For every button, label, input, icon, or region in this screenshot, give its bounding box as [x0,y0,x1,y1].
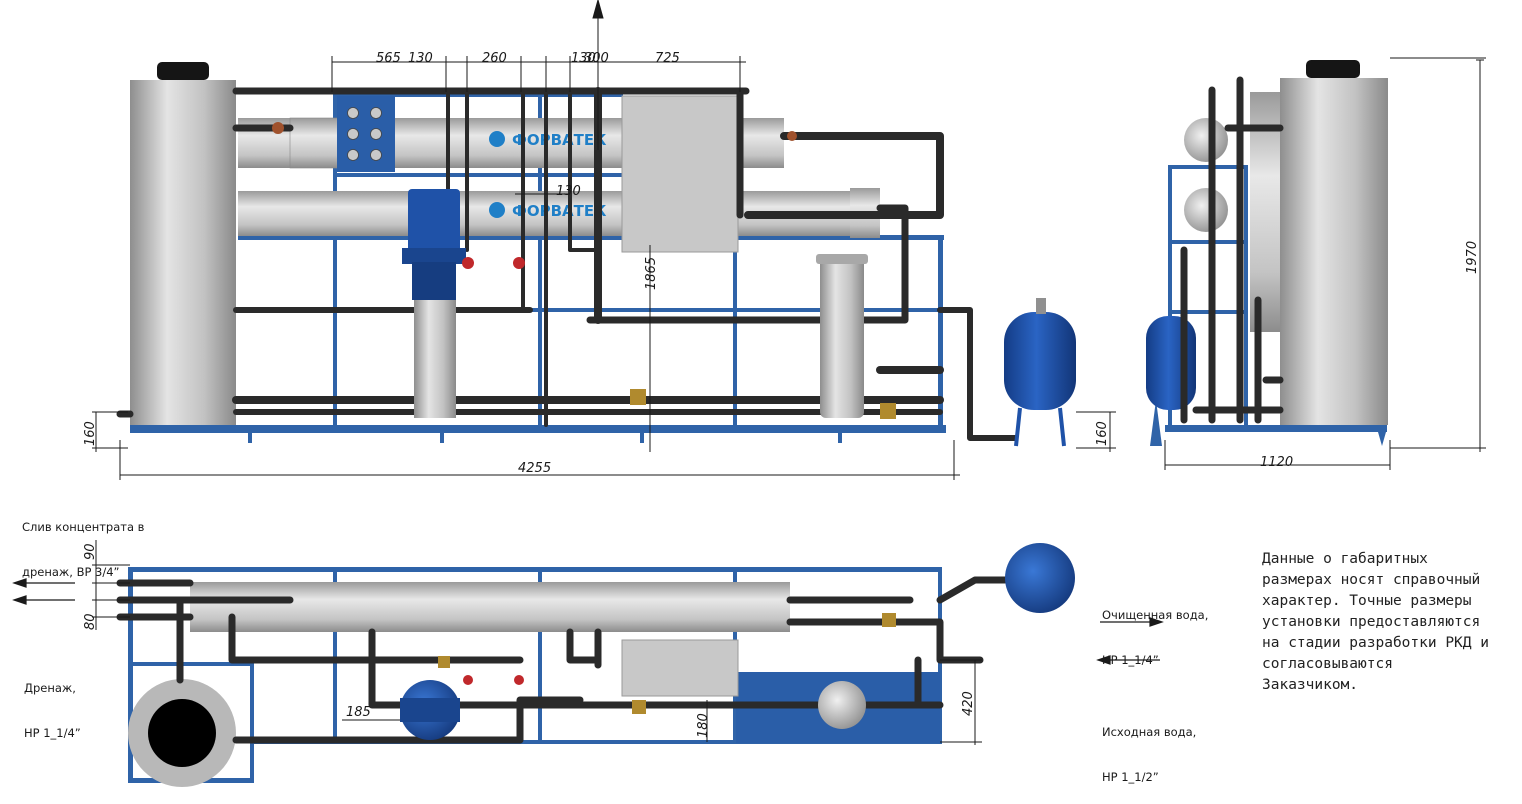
note-line-6: согласовываются [1262,656,1393,672]
label-drain-concentrate-line-1: Слив концентрата в [22,520,145,534]
dim-260: 260 [482,51,507,66]
plan-tank [1005,543,1075,613]
plan-dimension-lines [92,540,982,745]
dim-420: 420 [961,691,976,716]
dim-130-c: 130 [556,184,581,199]
dim-1970: 1970 [1465,241,1480,274]
dim-130-a: 130 [408,51,433,66]
dim-185: 185 [346,705,371,720]
note-line-5: на стадии разработки РКД и [1262,635,1489,651]
front-valves [272,122,896,419]
brand-logo-text-1: ФОРВАТЕК [512,131,607,149]
dim-725: 725 [655,51,680,66]
side-frame [1150,165,1387,446]
label-purified-water-line-2: НР 1_1/4” [1102,653,1159,667]
front-filter [816,254,868,418]
dim-90: 90 [83,543,98,560]
dimension-texts: 565 130 260 130 300 725 130 1865 160 160… [83,51,1480,738]
dim-1120: 1120 [1260,455,1293,470]
plan-valves [438,613,896,714]
dim-160-right: 160 [1095,421,1110,446]
note-line-7: Заказчиком. [1262,677,1359,693]
label-purified-water-line-1: Очищенная вода, [1102,608,1209,622]
dim-1865: 1865 [644,257,659,290]
plan-membranes [190,582,790,697]
label-source-water: Исходная вода, НР 1_1/2” [1102,695,1196,800]
dim-4255: 4255 [518,461,551,476]
side-pipes [1180,76,1284,424]
gauge-panel [337,96,395,172]
label-drain-concentrate: Слив концентрата в дренаж, ВР 3/4” [22,490,144,595]
dim-565: 565 [376,51,401,66]
plan-filter [818,681,866,729]
note-line-3: характер. Точные размеры [1262,593,1472,609]
note-line-2: размерах носят справочный [1262,572,1481,588]
front-dimension-lines [92,0,1116,480]
side-vessel [1280,60,1388,425]
brand-logo-text-2: ФОРВАТЕК [512,202,607,220]
note-line-1: Данные о габаритных [1262,551,1428,567]
label-source-water-line-2: НР 1_1/2” [1102,770,1159,784]
note-line-4: установки предоставляются [1262,614,1481,630]
dim-160-left: 160 [83,421,98,446]
front-pump [402,189,466,418]
label-drain-concentrate-line-2: дренаж, ВР 3/4” [22,565,120,579]
front-frame [130,93,946,443]
label-source-water-line-1: Исходная вода, [1102,725,1197,739]
plan-view [12,540,1164,787]
front-tank [1004,298,1076,447]
plan-vessel [128,679,236,787]
side-view [1146,57,1486,470]
brand-logo: ФОРВАТЕК ФОРВАТЕК [489,131,607,220]
dim-80: 80 [83,613,98,630]
dim-300: 300 [584,51,609,66]
label-drainage: Дренаж, НР 1_1/4” [24,651,81,756]
side-dimension-lines [1164,57,1486,470]
front-vessel [130,62,236,425]
side-membranes [1184,92,1280,332]
side-tank [1146,316,1196,410]
label-purified-water: Очищенная вода, НР 1_1/4” [1102,578,1208,683]
label-drainage-line-2: НР 1_1/4” [24,726,81,740]
dim-130-b: 130 [571,51,596,66]
dimensions-note: Данные о габаритных размерах носят справ… [1262,549,1512,696]
label-drainage-line-1: Дренаж, [24,681,76,695]
front-view: ФОРВАТЕК ФОРВАТЕК [92,0,1116,480]
dim-180: 180 [696,713,711,738]
plan-pump [400,680,460,740]
flow-arrows [12,578,1164,665]
